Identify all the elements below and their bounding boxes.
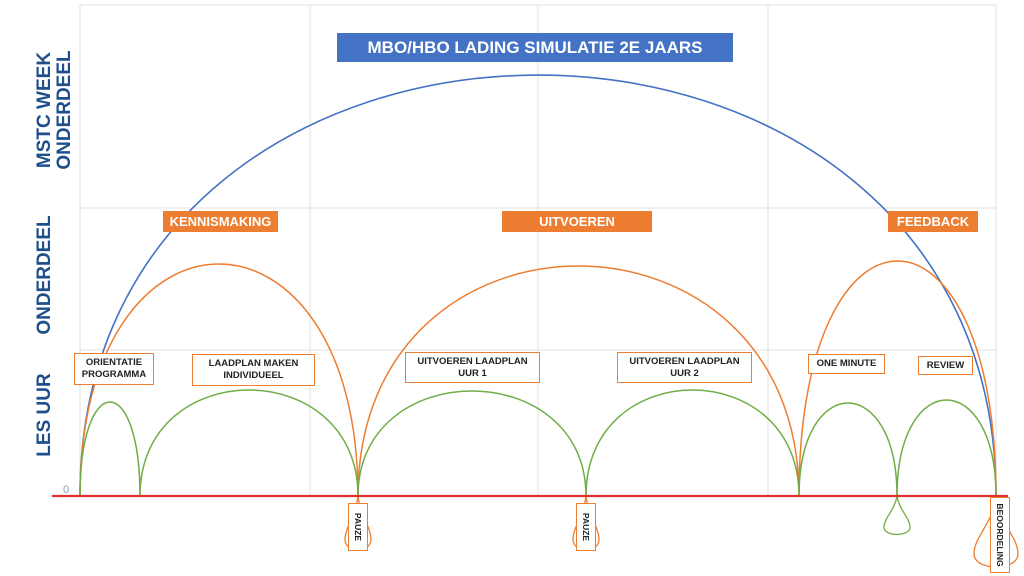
diagram-title: MBO/HBO LADING SIMULATIE 2E JAARS bbox=[337, 33, 733, 62]
hour-arc-2 bbox=[139, 389, 359, 497]
hour-drop bbox=[883, 495, 911, 536]
hour-arc-6 bbox=[896, 399, 997, 497]
hour-arc-1 bbox=[79, 401, 141, 497]
phase-feedback: FEEDBACK bbox=[888, 211, 978, 232]
level-label-hour: LES UUR bbox=[34, 373, 55, 457]
phase-uitvoeren: UITVOEREN bbox=[502, 211, 652, 232]
hour-arc-3 bbox=[357, 390, 587, 497]
lesson-review: REVIEW bbox=[918, 356, 973, 375]
hour-arc-5 bbox=[798, 402, 898, 497]
break-label-1: PAUZE bbox=[348, 503, 368, 551]
arcs bbox=[52, 74, 1019, 568]
assessment-label: BEOORDELING bbox=[990, 497, 1010, 573]
lesson-one-minute: ONE MINUTE bbox=[808, 354, 885, 374]
axis-zero-label: 0 bbox=[63, 484, 70, 496]
week-arc bbox=[79, 74, 997, 497]
part-arc-uitvoeren bbox=[357, 265, 800, 497]
break-label-2: PAUZE bbox=[576, 503, 596, 551]
part-arc-feedback bbox=[798, 260, 997, 497]
level-label-part: ONDERDEEL bbox=[34, 215, 55, 335]
grid-lines bbox=[79, 4, 997, 496]
hour-arc-4 bbox=[585, 389, 800, 497]
phase-kennismaking: KENNISMAKING bbox=[163, 211, 278, 232]
